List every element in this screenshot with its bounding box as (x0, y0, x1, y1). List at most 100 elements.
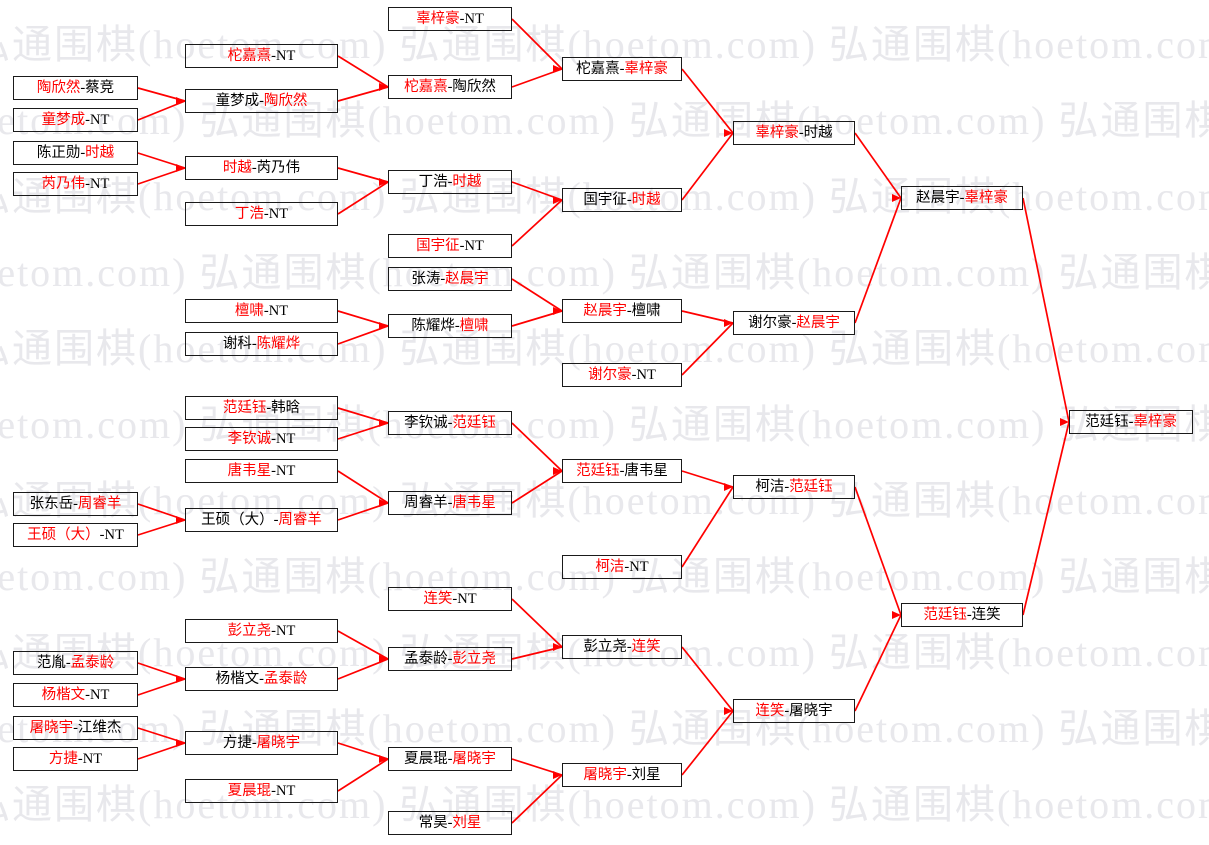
player-right: NT (276, 47, 296, 64)
match-box[interactable]: 方捷-屠晓宇 (185, 731, 338, 755)
match-box[interactable]: 陶欣然-蔡竞 (13, 76, 138, 100)
player-right: NT (636, 366, 656, 383)
player-right: 时越 (452, 173, 482, 190)
player-left: 柁嘉熹 (576, 60, 620, 77)
match-box[interactable]: 柯洁-范廷钰 (733, 475, 855, 499)
match-box[interactable]: 丁浩-NT (185, 202, 338, 226)
match-box[interactable]: 国宇征-时越 (562, 188, 682, 212)
match-box[interactable]: 谢尔豪-NT (562, 363, 682, 387)
player-right: NT (276, 622, 296, 639)
match-box[interactable]: 赵晨宇-檀啸 (562, 299, 682, 323)
match-box[interactable]: 方捷-NT (13, 747, 138, 771)
player-right: 韩晗 (271, 399, 301, 416)
match-box[interactable]: 王硕（大）-NT (13, 523, 138, 547)
player-separator: - (1128, 413, 1134, 430)
player-left: 辜梓豪 (755, 124, 799, 141)
match-box[interactable]: 夏晨琨-屠晓宇 (388, 747, 512, 771)
player-right: 孟泰龄 (70, 654, 115, 671)
match-box[interactable]: 丁浩-时越 (388, 170, 512, 194)
match-box[interactable]: 彭立尧-连笑 (562, 635, 682, 659)
match-box[interactable]: 王硕（大）-周睿羊 (185, 508, 338, 532)
player-separator: - (85, 175, 90, 192)
player-left: 童梦成 (215, 92, 260, 109)
player-left: 方捷 (222, 734, 252, 751)
player-separator: - (266, 399, 272, 416)
player-left: 檀啸 (234, 302, 264, 319)
match-box[interactable]: 唐韦星-NT (185, 459, 338, 483)
player-separator: - (447, 173, 453, 190)
match-box[interactable]: 芮乃伟-NT (13, 172, 138, 196)
match-box[interactable]: 屠晓宇-江维杰 (13, 716, 138, 740)
player-right: NT (276, 430, 296, 447)
match-box[interactable]: 连笑-屠晓宇 (733, 699, 855, 723)
match-box[interactable]: 檀啸-NT (185, 299, 338, 323)
player-right: 孟泰龄 (263, 670, 308, 687)
player-separator: - (798, 124, 804, 141)
match-box[interactable]: 柁嘉熹-NT (185, 44, 338, 68)
match-box[interactable]: 杨楷文-孟泰龄 (185, 667, 338, 691)
player-left: 方捷 (48, 750, 78, 767)
match-box[interactable]: 常昊-刘星 (388, 811, 512, 835)
match-box[interactable]: 连笑-NT (388, 587, 512, 611)
player-separator: - (626, 638, 632, 655)
match-box[interactable]: 陈耀烨-檀啸 (388, 314, 512, 338)
player-separator: - (459, 237, 465, 254)
player-separator: - (624, 558, 630, 575)
match-box[interactable]: 李钦诚-NT (185, 427, 338, 451)
player-separator: - (784, 478, 790, 495)
match-box[interactable]: 童梦成-NT (13, 108, 138, 132)
match-box[interactable]: 谢尔豪-赵晨宇 (733, 311, 855, 335)
player-left: 谢科 (222, 335, 252, 352)
player-right: 屠晓宇 (452, 750, 496, 767)
player-right: 檀啸 (631, 302, 661, 319)
player-separator: - (447, 78, 453, 95)
match-box[interactable]: 柁嘉熹-辜梓豪 (562, 57, 682, 81)
match-box[interactable]: 辜梓豪-时越 (733, 121, 855, 145)
player-left: 赵晨宇 (916, 189, 960, 206)
match-box[interactable]: 范廷钰-唐韦星 (562, 459, 682, 483)
player-separator: - (966, 606, 972, 623)
player-left: 柁嘉熹 (227, 47, 272, 64)
match-box[interactable]: 李钦诚-范廷钰 (388, 411, 512, 435)
match-box[interactable]: 陈正勋-时越 (13, 141, 138, 165)
player-right: 蔡竞 (85, 79, 115, 96)
player-right: 刘星 (631, 766, 661, 783)
player-left: 谢尔豪 (748, 314, 792, 331)
match-box[interactable]: 谢科-陈耀烨 (185, 332, 338, 356)
match-box[interactable]: 张东岳-周睿羊 (13, 492, 138, 516)
player-left: 屠晓宇 (29, 719, 74, 736)
match-box[interactable]: 童梦成-陶欣然 (185, 89, 338, 113)
match-box[interactable]: 范廷钰-连笑 (901, 603, 1023, 627)
player-left: 唐韦星 (227, 462, 272, 479)
match-box[interactable]: 夏晨琨-NT (185, 779, 338, 803)
player-left: 陶欣然 (36, 79, 81, 96)
match-box[interactable]: 张涛-赵晨宇 (388, 267, 512, 291)
player-right: 江维杰 (77, 719, 122, 736)
match-box[interactable]: 范廷钰-辜梓豪 (1069, 410, 1193, 434)
player-left: 国宇征 (416, 237, 460, 254)
player-left: 辜梓豪 (416, 10, 460, 27)
player-left: 杨楷文 (41, 686, 86, 703)
player-separator: - (791, 314, 797, 331)
match-box[interactable]: 范廷钰-韩晗 (185, 396, 338, 420)
match-box[interactable]: 孟泰龄-彭立尧 (388, 647, 512, 671)
player-separator: - (454, 317, 460, 334)
match-box[interactable]: 柯洁-NT (562, 555, 682, 579)
match-box[interactable]: 彭立尧-NT (185, 619, 338, 643)
player-right: NT (464, 10, 484, 27)
player-right: 赵晨宇 (445, 270, 489, 287)
match-box[interactable]: 时越-芮乃伟 (185, 156, 338, 180)
player-left: 范廷钰 (1085, 413, 1129, 430)
player-right: NT (268, 205, 289, 222)
player-left: 彭立尧 (583, 638, 627, 655)
match-box[interactable]: 范胤-孟泰龄 (13, 651, 138, 675)
match-box[interactable]: 柁嘉熹-陶欣然 (388, 75, 512, 99)
match-box[interactable]: 杨楷文-NT (13, 683, 138, 707)
match-box[interactable]: 辜梓豪-NT (388, 7, 512, 31)
match-box[interactable]: 国宇征-NT (388, 234, 512, 258)
match-box[interactable]: 周睿羊-唐韦星 (388, 491, 512, 515)
match-box[interactable]: 屠晓宇-刘星 (562, 763, 682, 787)
player-left: 柯洁 (755, 478, 785, 495)
match-box[interactable]: 赵晨宇-辜梓豪 (901, 186, 1023, 210)
